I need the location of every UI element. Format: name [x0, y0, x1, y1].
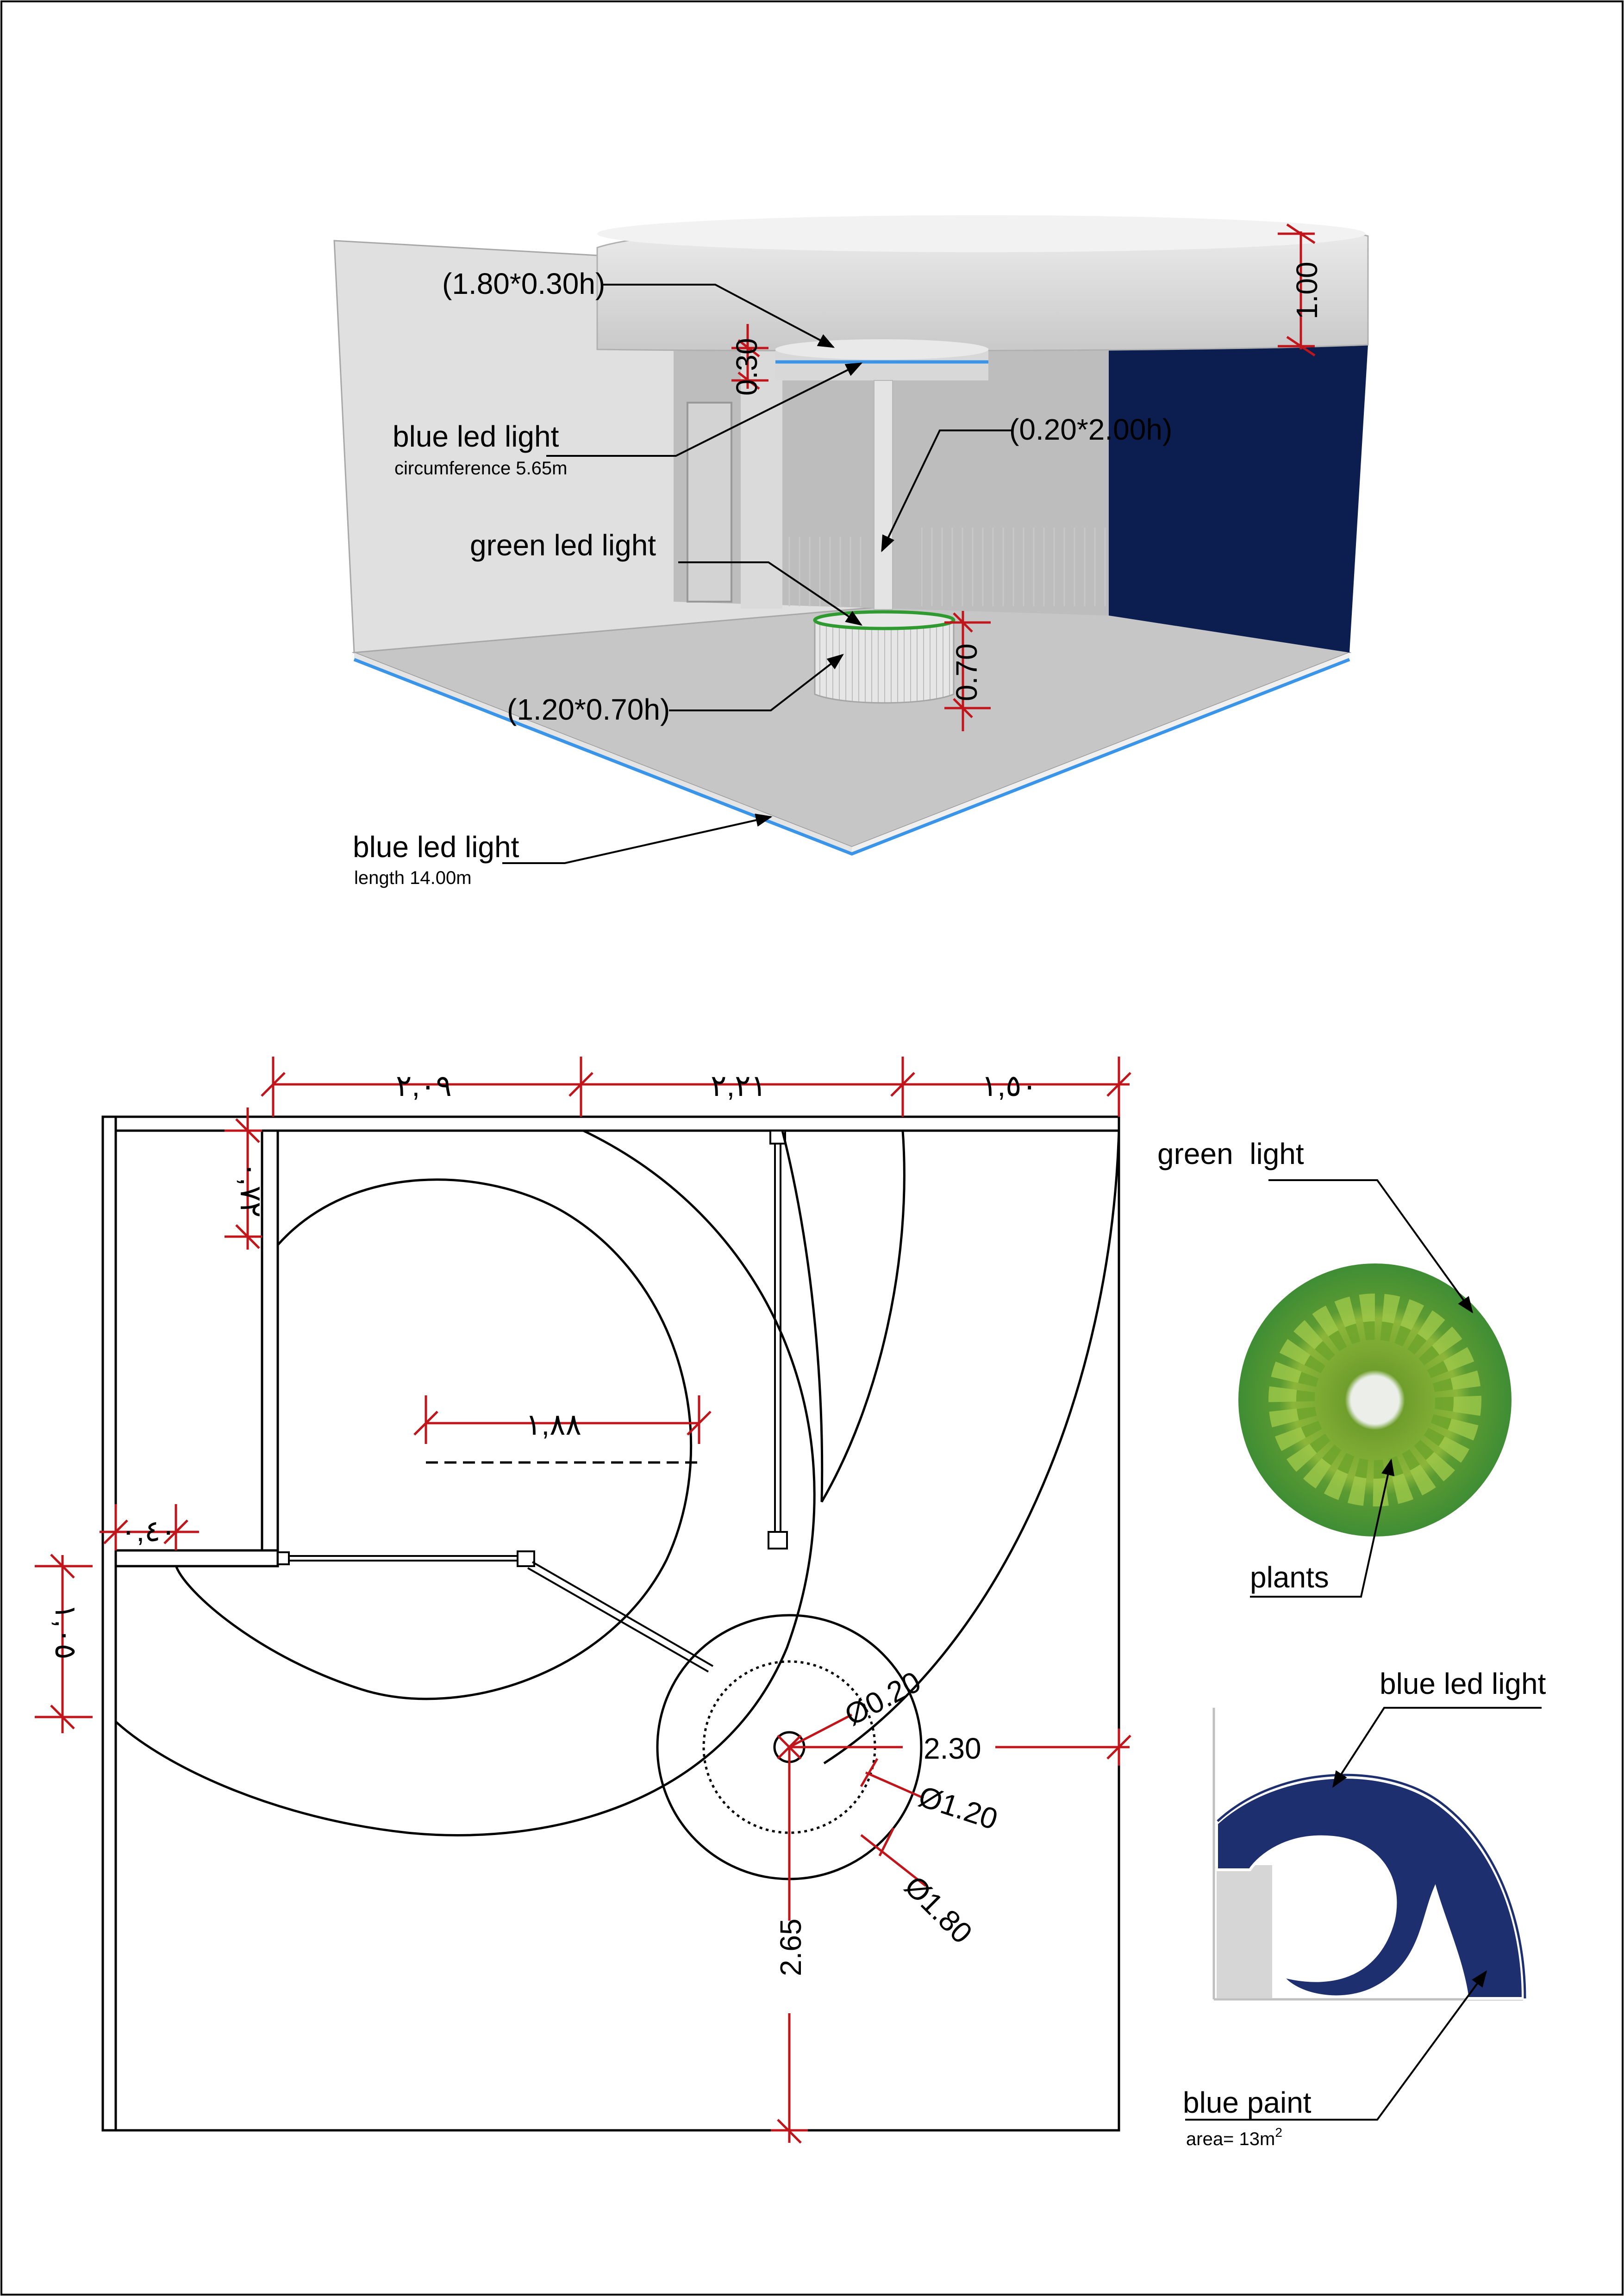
label-paint-area-text: area= 13m: [1186, 2129, 1275, 2149]
label-floor-length: length 14.00m: [354, 868, 472, 888]
dim-ring-height: [1278, 223, 1316, 357]
floor-edge-right: [852, 653, 1349, 852]
wall-paint-detail: blue led light blue paint area= 13m2: [1183, 1667, 1546, 2149]
arc-crescent: [781, 1130, 906, 1503]
blue-wall: [1109, 345, 1368, 653]
label-blue-led: blue led light: [393, 420, 559, 453]
dim-left-v-text: ١,٠٥: [49, 1604, 82, 1660]
label-paint-area-sup: 2: [1275, 2125, 1282, 2140]
leader-blue-paint: [1185, 1970, 1487, 2121]
planter-detail: green light plants: [1157, 1137, 1512, 1598]
column: [874, 380, 893, 610]
leader-green-led: [678, 561, 862, 626]
leader-column: [881, 429, 1012, 553]
leader-plants: [1250, 1458, 1395, 1598]
dim-stub-text: ٠,٤٠: [120, 1514, 176, 1548]
blue-led-edge: [1217, 1773, 1526, 1999]
dim-ring-height-text: 1.00: [1290, 261, 1324, 319]
dim-top-c-text: ١,٥٠: [981, 1069, 1037, 1102]
dim-d180-text: Ø1.80: [898, 1869, 979, 1950]
dim-left-v: [35, 1554, 93, 1733]
dim-wall-v-text: ٠,٧٢: [234, 1162, 268, 1218]
planter-top-led: [813, 610, 956, 630]
dim-chain-top: [261, 1057, 1131, 1117]
leader-green-light: [1268, 1179, 1474, 1313]
label-green-led: green led light: [470, 529, 656, 562]
label-plants: plants: [1250, 1561, 1329, 1594]
dim-230-text: 2.30: [924, 1732, 981, 1765]
dim-265-text: 2.65: [774, 1918, 807, 1976]
leader-canopy: [602, 284, 835, 348]
dim-top-b-text: ٢,٢١: [711, 1069, 767, 1102]
dim-d120-text: Ø1.20: [915, 1780, 1002, 1836]
back-partition: [741, 349, 782, 609]
fence-left: [782, 537, 866, 606]
leader-base: [669, 653, 844, 711]
label-paint-area: area= 13m2: [1186, 2125, 1282, 2149]
wall-vertical: [261, 1129, 279, 1567]
wall-detail-block: [1217, 1865, 1272, 1998]
leader-blue-led: [546, 362, 863, 457]
leader-wall-blue-led: [1332, 1707, 1542, 1788]
dim-base-height-text: 0.70: [950, 643, 983, 701]
plan-outline: [101, 1115, 1120, 2132]
dim-wall-v: [225, 1108, 262, 1250]
arc-inner-circle: [175, 1178, 693, 1700]
dim-top-a-text: ٢,٠٩: [396, 1069, 452, 1102]
dim-center-marks: [771, 1713, 1131, 2144]
booth-3d-view: (1.80*0.30h) blue led light circumferenc…: [333, 215, 1369, 888]
canopy-disc-top: [775, 339, 988, 360]
label-green-light: green light: [1157, 1137, 1304, 1170]
dim-base-height: [944, 611, 991, 731]
dim-canopy-height: [731, 324, 768, 390]
rod-diagonal: [532, 1561, 713, 1667]
label-column-dims: (0.20*2.00h): [1009, 413, 1172, 446]
blue-paint-shape: [1215, 1776, 1525, 2000]
planter-base: [814, 619, 955, 704]
dim-canopy-height-text: 0.30: [730, 338, 763, 396]
dim-radius-text: ١,٨٨: [525, 1408, 581, 1441]
planter-center-void: [1351, 1376, 1399, 1424]
label-circumference: circumference 5.65m: [394, 458, 567, 479]
fence-right: [921, 528, 1106, 606]
floor-edge: [354, 653, 852, 852]
label-blue-paint: blue paint: [1183, 2086, 1312, 2119]
back-door: [687, 402, 732, 603]
dim-d020-text: Ø0.20: [839, 1665, 926, 1732]
booth-plan-view: ٢,٠٩ ٢,٢١ ١,٥٠ ٠,٧٢ ١,٨٨ ٠,٤٠ ١,٠٥ Ø0.20…: [35, 1057, 1131, 2144]
arc-right-sweep: [823, 1130, 1120, 1765]
arc-large-sweep: [115, 1129, 816, 1836]
leader-floor-led: [502, 814, 773, 864]
label-canopy-dims: (1.80*0.30h): [442, 267, 605, 300]
label-floor-led: blue led light: [353, 830, 519, 864]
wall-horizontal: [114, 1549, 279, 1568]
ceiling-ring-top: [597, 215, 1366, 252]
dim-radius: [413, 1395, 712, 1444]
floor-led-strip: [353, 658, 1350, 856]
dim-stub: [100, 1504, 199, 1550]
label-wall-blue-led: blue led light: [1380, 1667, 1546, 1700]
label-base-dims: (1.20*0.70h): [507, 693, 670, 726]
